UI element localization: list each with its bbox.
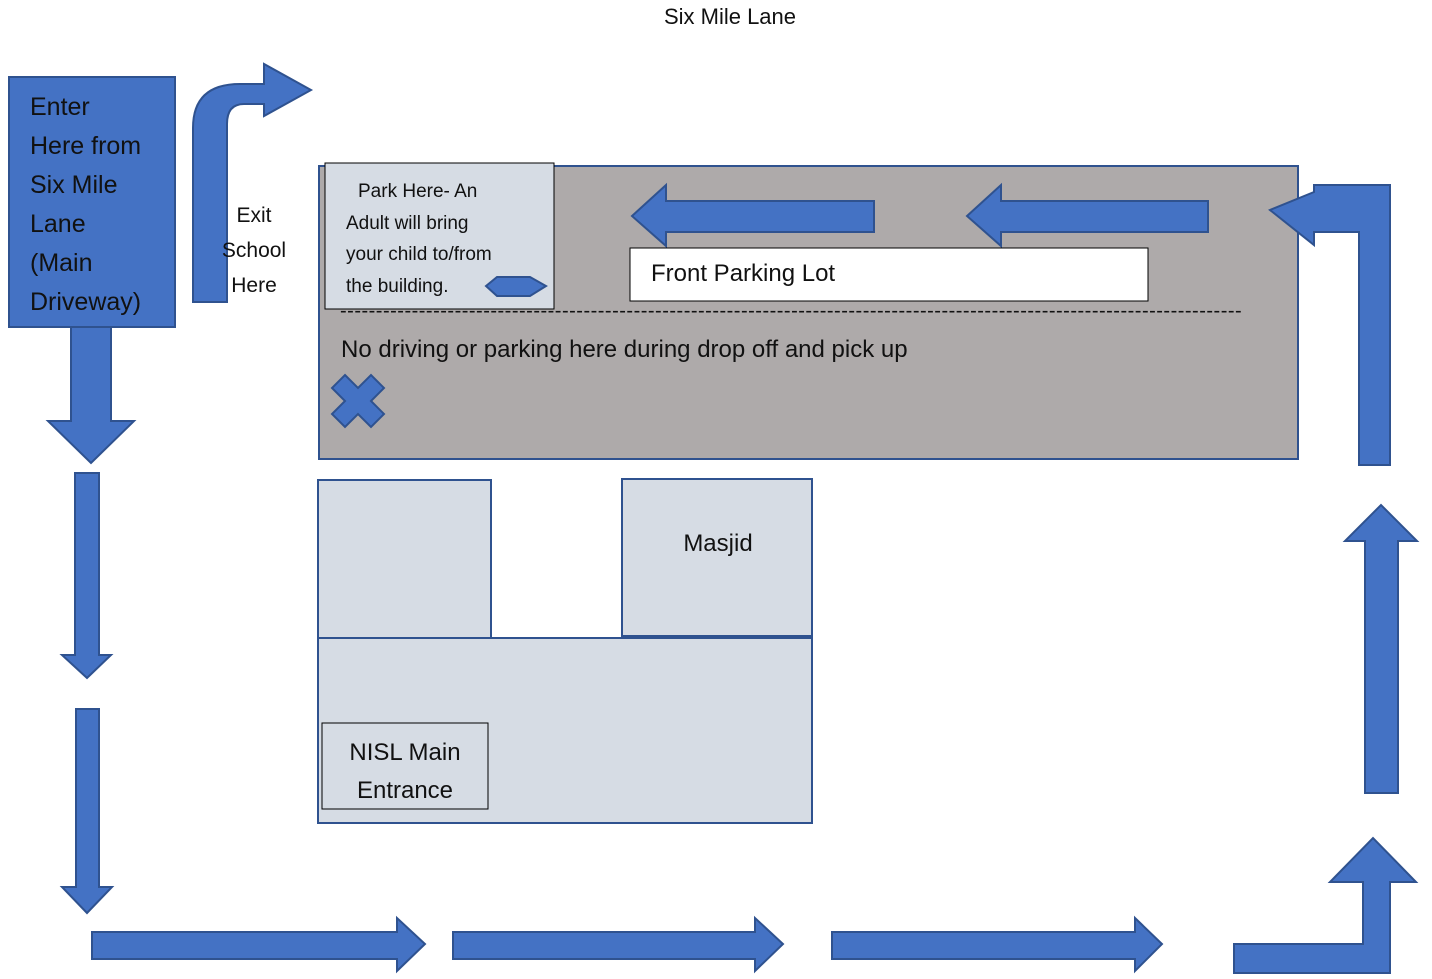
road-label: Six Mile Lane — [663, 4, 797, 29]
entry-box — [8, 76, 176, 328]
park-here-line: your child to/from — [346, 244, 492, 265]
no-entry-x-icon — [330, 373, 386, 429]
arrow-down-2 — [59, 472, 114, 680]
arrow-right-3 — [831, 915, 1164, 974]
octagon-marker-icon — [484, 276, 548, 297]
arrow-down-3 — [59, 708, 115, 915]
entrance-label-line: NISL Main — [349, 739, 461, 766]
arrow-right-2 — [452, 915, 785, 974]
entrance-label-line: Entrance — [356, 777, 454, 804]
arrow-turn-left — [1268, 184, 1391, 466]
park-here-line: the building. — [346, 275, 449, 297]
entry-label: Enter Here from Six Mile Lane (Main Driv… — [30, 88, 170, 322]
arrow-right-1 — [91, 915, 427, 974]
lot-divider-line: ----------------------------------------… — [340, 300, 1243, 322]
arrow-up-1 — [1342, 503, 1420, 794]
exit-label: Exit School Here — [214, 198, 294, 303]
entry-label-line: Enter — [30, 93, 90, 121]
exit-label-line: School — [221, 239, 287, 262]
masjid-label: Masjid — [683, 530, 753, 557]
exit-arrow — [192, 62, 314, 303]
front-lot-label-box — [629, 247, 1149, 302]
entry-label-line: Lane — [30, 210, 86, 238]
entry-label-line: Six Mile — [30, 171, 118, 199]
arrow-left-2 — [630, 182, 875, 249]
masjid-building — [621, 478, 813, 637]
entry-label-line: Driveway) — [30, 288, 142, 316]
main-entrance-label: NISL Main Entrance — [322, 734, 488, 810]
main-entrance-box — [321, 722, 489, 810]
exit-label-line: Here — [231, 274, 277, 297]
front-lot-label: Front Parking Lot — [651, 260, 836, 287]
building-left-wing — [317, 479, 492, 639]
entry-label-line: Here from — [30, 132, 142, 160]
entry-label-line: (Main — [30, 249, 93, 277]
arrow-turn-up — [1233, 836, 1419, 974]
arrow-left-1 — [965, 182, 1209, 249]
exit-label-line: Exit — [236, 204, 272, 227]
park-here-line: Adult will bring — [346, 212, 469, 234]
no-drive-notice: No driving or parking here during drop o… — [341, 336, 908, 363]
arrow-down-1 — [45, 326, 137, 465]
park-here-label: Park Here- An Adult will bring your chil… — [331, 176, 546, 302]
park-here-line: Park Here- An — [358, 181, 478, 202]
